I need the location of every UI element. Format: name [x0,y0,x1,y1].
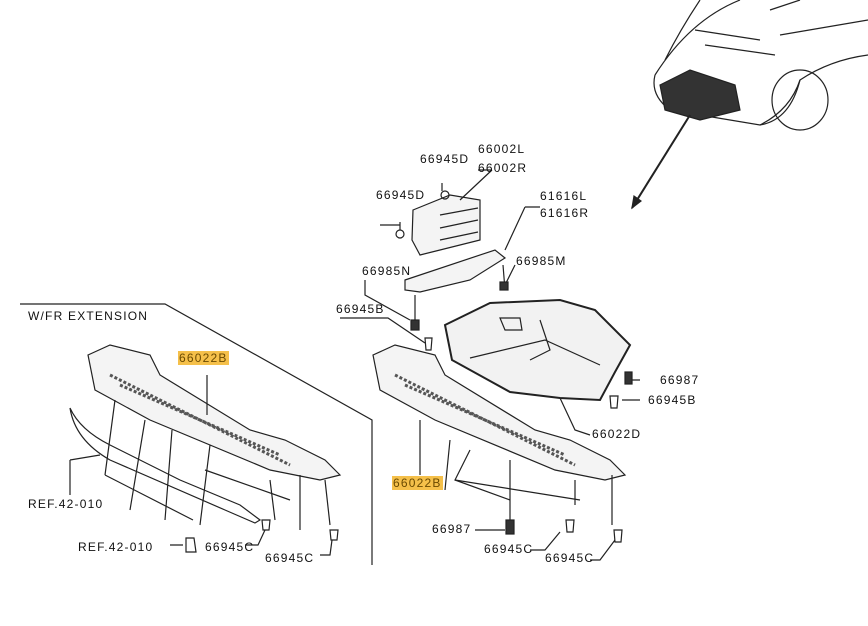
right-undercover-drawing [372,344,627,561]
part-label-66945c[interactable]: 66945C [484,542,534,556]
part-label-66945d[interactable]: 66945D [420,152,470,166]
part-label-66985n[interactable]: 66985N [362,264,412,278]
arrow-head-icon [631,194,643,210]
ref-label[interactable]: REF.42-010 [78,540,154,554]
part-label-66987[interactable]: 66987 [660,373,700,387]
part-label-66002r[interactable]: 66002R [478,161,528,175]
left-undercover-drawing [69,344,342,556]
car-illustration [653,0,868,131]
part-label-66945b[interactable]: 66945B [648,393,697,407]
direction-arrow [631,114,691,209]
part-label-66985m[interactable]: 66985M [516,254,567,268]
inset-title: W/FR EXTENSION [28,309,149,323]
part-label-66022b-right[interactable]: 66022B [392,476,443,490]
part-label-66945d[interactable]: 66945D [376,188,426,202]
ref-label[interactable]: REF.42-010 [28,497,104,511]
part-label-66987[interactable]: 66987 [432,522,472,536]
part-label-66022b-left[interactable]: 66022B [178,351,229,365]
part-label-66945c[interactable]: 66945C [265,551,315,565]
main-undercover-drawing [443,298,640,436]
part-label-66945b[interactable]: 66945B [336,302,385,316]
part-label-66022d[interactable]: 66022D [592,427,642,441]
upper-bracket-drawing [340,169,540,351]
part-label-66945c[interactable]: 66945C [205,540,255,554]
part-label-66002l[interactable]: 66002L [478,142,526,156]
inset-frame [20,303,373,565]
part-label-61616l[interactable]: 61616L [540,189,588,203]
part-label-66945c[interactable]: 66945C [545,551,595,565]
part-label-61616r[interactable]: 61616R [540,206,590,220]
